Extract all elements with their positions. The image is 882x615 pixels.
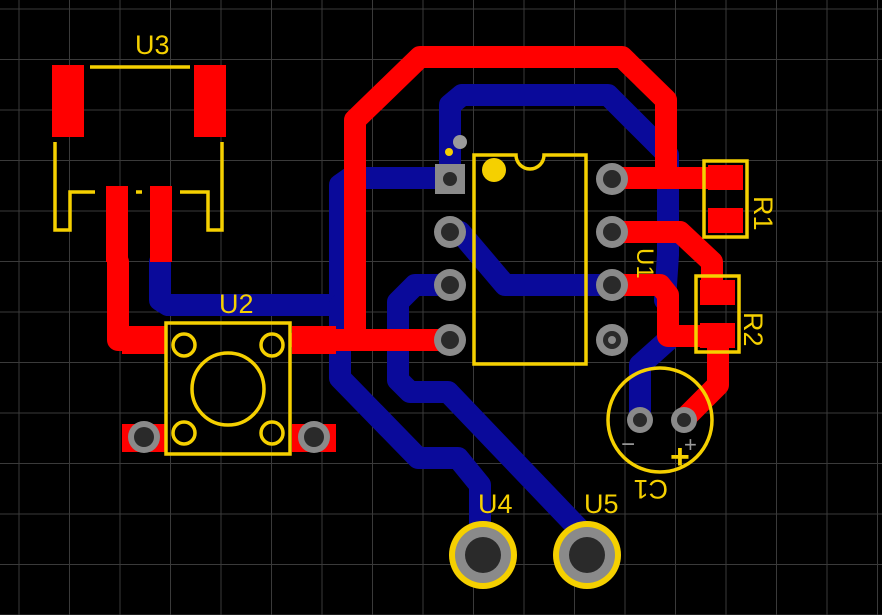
u1-pin1-dot [482,158,506,182]
u3-pad-2 [194,65,226,137]
bottom-trace-u2-u4 [329,294,491,541]
u1-pin-1-hole [443,172,457,186]
u2-corner-bl [171,420,197,446]
c1-designator: C1 [633,474,668,504]
c1-plus-mark-silk: + [670,438,690,476]
u1-pin-4-hole [441,331,459,349]
r1-designator: R1 [748,196,778,231]
r1-pad-2 [708,208,743,233]
u1-pin-5-inner [608,336,616,344]
u1-pin-7-hole [603,223,621,241]
r1-outline [702,159,749,239]
silkscreen-layer [53,65,749,474]
u1-pin-3-hole [441,276,459,294]
u3-pad-1 [52,65,84,137]
grey-fiducial [453,135,467,149]
u4-designator: U4 [478,489,513,519]
u4-pad-hole [465,537,501,573]
r2-pad-1 [700,280,735,305]
u3-outline [53,65,224,232]
bottom-trace-u1pin3-u5 [387,274,591,541]
u2-corner-br [259,420,285,446]
u2-button-circle [190,351,266,427]
u1-pin-8-hole [603,170,621,188]
u2-tht-left-hole [134,427,154,447]
u2-pad-top-left [122,326,166,354]
u3-designator: U3 [135,30,170,60]
u1-pin1-marker [445,148,453,156]
top-trace-r2-c1 [674,329,729,429]
u2-corner-tl [171,332,197,358]
r2-pad-2 [700,323,735,348]
u3-pad-4 [150,186,172,262]
u2-tht-right-hole [304,427,324,447]
top-trace-outer-loop [344,46,677,351]
u1-designator: U1 [631,248,658,279]
bottom-trace-top-loop [439,84,679,311]
u1-pin-2-hole [441,223,459,241]
c1-pin-pos-hole [677,413,691,427]
u5-pad-hole [569,537,605,573]
r1-pad-1 [708,165,743,190]
u3-pad-3 [106,186,128,262]
r2-designator: R2 [738,312,768,347]
c1-pin-neg-hole [633,413,647,427]
r2-outline [694,274,741,354]
through-hole-pads [128,163,697,589]
c1-minus-mark: − [621,431,635,458]
c1-outline [606,366,714,474]
u2-designator: U2 [219,289,254,319]
c1-plus-mark-grey: + [684,432,697,457]
u1-outline [472,153,588,366]
u2-corner-tr [259,332,285,358]
top-trace-u1pin6-r2 [601,274,723,347]
u2-pad-top-right [292,326,336,354]
u2-outline [164,321,292,456]
u5-designator: U5 [584,489,619,519]
u1-pin-6-hole [603,276,621,294]
